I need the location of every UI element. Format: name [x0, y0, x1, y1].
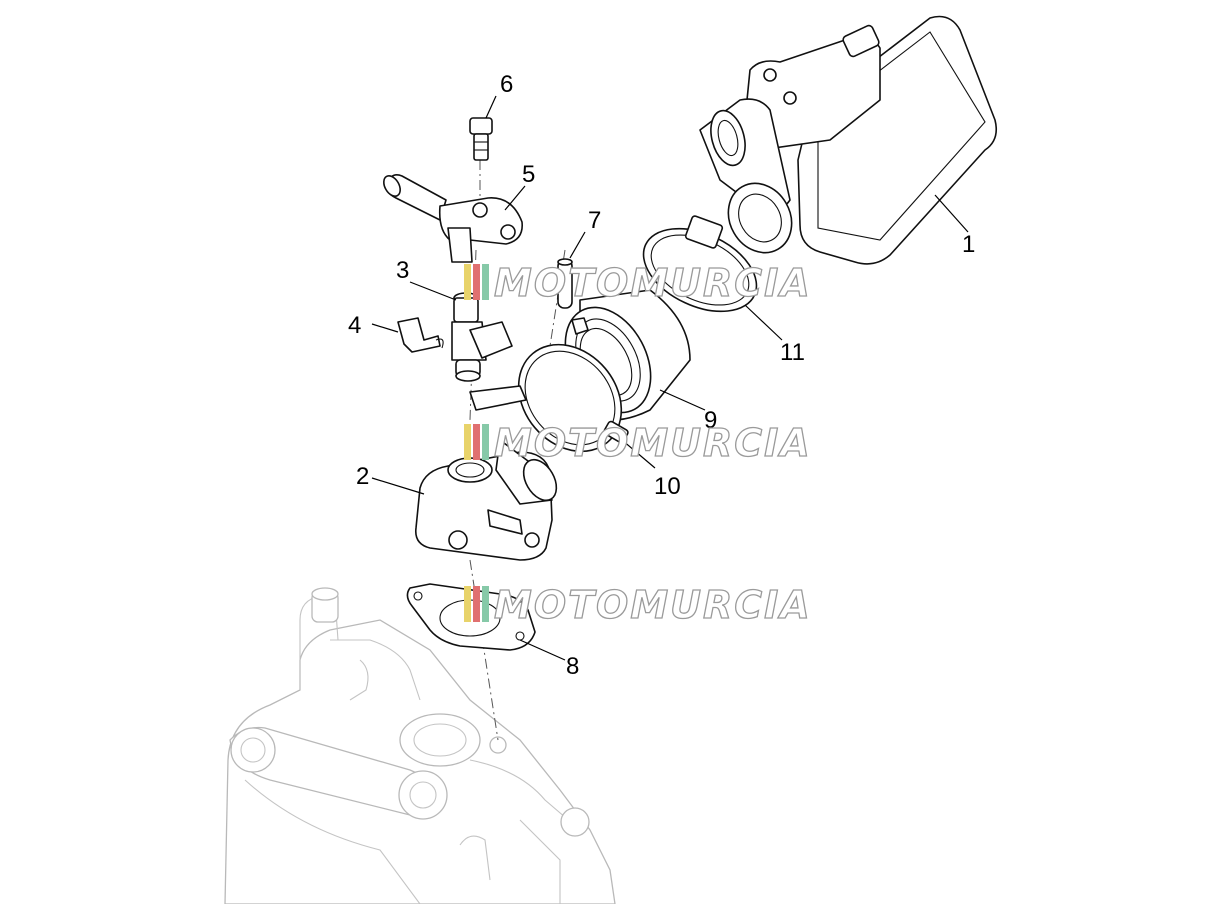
- callout-6: 6: [500, 71, 513, 98]
- part-6-bolt: [469, 117, 493, 161]
- callout-1: 1: [962, 231, 975, 258]
- engine-cylinder-head-ghost: [224, 587, 616, 904]
- part-1-throttle-body-assembly: [699, 15, 998, 265]
- watermark-text-2: MOTOMURCIA: [494, 421, 812, 465]
- part-2-intake-manifold: [414, 385, 558, 561]
- part-11-hose-clamp: [642, 215, 758, 313]
- callout-5: 5: [522, 161, 535, 188]
- callout-2: 2: [356, 463, 369, 490]
- watermark-text-1: MOTOMURCIA: [494, 261, 812, 305]
- watermark-text-3: MOTOMURCIA: [494, 583, 812, 627]
- callout-4: 4: [348, 312, 361, 339]
- callout-9: 9: [704, 407, 717, 434]
- watermark-middle: MOTOMURCIA: [464, 420, 812, 466]
- callout-3: 3: [396, 257, 409, 284]
- part-8-gasket: [406, 583, 536, 651]
- watermark-top: MOTOMURCIA: [464, 260, 812, 306]
- part-7-pin: [557, 258, 573, 309]
- part-4-retainer-clip: [397, 317, 444, 353]
- callout-11: 11: [780, 339, 805, 366]
- part-10-clamp-ring: [517, 343, 629, 453]
- part-5-fuel-connector: [383, 174, 523, 263]
- watermark-bottom: MOTOMURCIA: [464, 582, 812, 628]
- callout-10: 10: [654, 473, 681, 500]
- callout-7: 7: [588, 207, 601, 234]
- part-3-fuel-injector: [451, 292, 513, 382]
- callout-8: 8: [566, 653, 579, 680]
